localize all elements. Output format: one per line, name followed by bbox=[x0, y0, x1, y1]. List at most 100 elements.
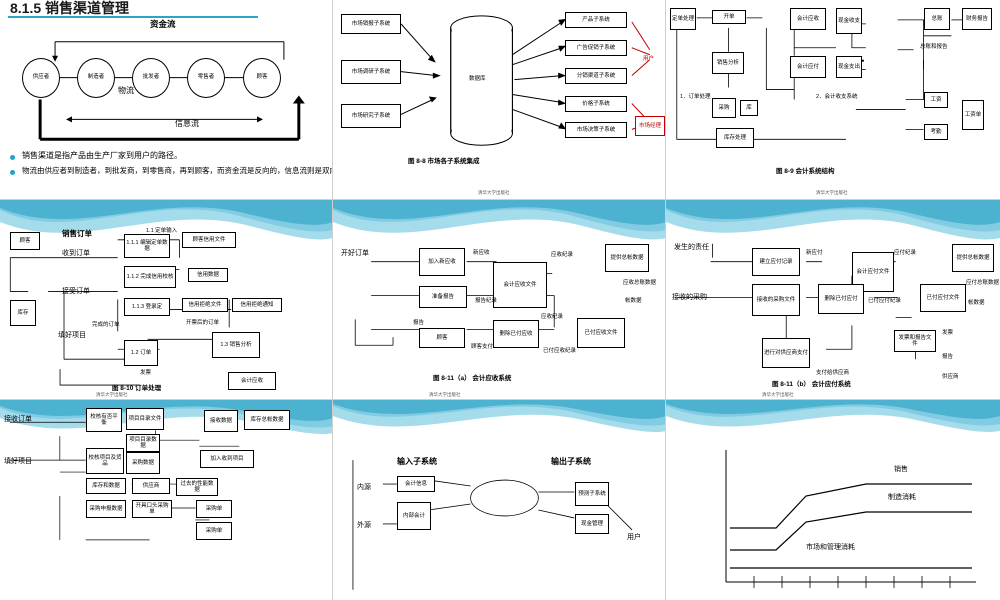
node-market-research: 市场研究子系统 bbox=[341, 104, 401, 128]
slide-6: 发生的责任 建立应付记录 新应付 会计应付文件 应付纪录 提供总帐数据 应付总账… bbox=[666, 200, 1000, 400]
label-paid-payable-record: 已付应付纪录 bbox=[868, 298, 902, 304]
label-credit-reject-file: 信用拒绝文件 bbox=[182, 298, 228, 312]
label-accept-order: 接受订单 bbox=[62, 288, 90, 295]
slide-3-publisher: 清华大学出版社 bbox=[816, 190, 848, 195]
label-logistics: 物流 bbox=[118, 86, 134, 95]
label-order-entry: 1.1 定单输入 bbox=[146, 228, 178, 234]
node-market-sales-report: 市场销报子系统 bbox=[341, 14, 401, 34]
node-sales-analysis: 销售分析 bbox=[712, 52, 744, 74]
wave-decoration bbox=[666, 200, 1000, 266]
node-price-sys: 价格子系统 bbox=[565, 96, 627, 112]
label-completed-order: 完成的订单 bbox=[92, 322, 120, 328]
slide-1: 8.1.5 销售渠道管理 资金流 供应者 制造者 批发者 零 bbox=[0, 0, 333, 200]
node-past-performance-data: 过去的性能数据 bbox=[176, 478, 218, 496]
label-credit-reject-notice: 信用拒绝通知 bbox=[232, 298, 282, 312]
label-new-receivable: 新应收 bbox=[473, 250, 490, 256]
slide-1-title: 资金流 bbox=[150, 19, 176, 29]
label-credit-data: 信用数据 bbox=[188, 268, 228, 282]
node-customer: 顾客 bbox=[10, 232, 40, 250]
node-purchase-data: 采购数据 bbox=[126, 452, 160, 474]
slide-2: 市场销报子系统 市场调研子系统 市场研究子系统 数据库 产品子系统 广告促销子系… bbox=[333, 0, 666, 200]
node-inventory-data: 库存和数据 bbox=[86, 478, 126, 494]
slide-1-bullet-1: 销售渠道是指产品由生产厂家到用户的路径。 bbox=[22, 151, 182, 160]
label-supplier: 供应商 bbox=[942, 374, 959, 380]
label-pay-to-supplier: 支付给供应商 bbox=[816, 370, 850, 376]
slide-6-publisher: 清华大学出版社 bbox=[762, 392, 794, 397]
node-invoice-report-file: 发票和报告文件 bbox=[894, 330, 936, 352]
label-receivable-record-2: 应收纪录 bbox=[541, 314, 564, 320]
slide-8-diagram bbox=[352, 460, 633, 590]
node-ad-promo-sys: 广告促销子系统 bbox=[565, 40, 627, 56]
node-accounting-info: 会计信息 bbox=[397, 476, 435, 492]
node-retailer: 零售者 bbox=[187, 58, 225, 98]
slide-9: 销售 制造消耗 市场和管理消耗 bbox=[666, 400, 1000, 600]
node-cash-management: 现金管理 bbox=[575, 514, 609, 534]
node-add-new-receivable: 加入新应收 bbox=[419, 248, 465, 276]
label-ledger-report: 总账和报告 bbox=[920, 44, 948, 50]
label-report-record: 报告纪录 bbox=[475, 298, 498, 304]
node-item-catalog-file: 项目目录文件 bbox=[126, 408, 164, 430]
node-forecast-subsystem: 预测子系统 bbox=[575, 482, 609, 506]
node-attendance: 考勤 bbox=[924, 124, 948, 140]
node-inventory: 库存 bbox=[10, 300, 36, 326]
bullet-dot-2 bbox=[10, 170, 15, 175]
slide-7: 接收订单 校核有否平衡 项目目录文件 项目目录数据 接收数据 库存总帐数据 填好… bbox=[0, 400, 333, 600]
slide-5: 开好订单 加入新应收 新应收 会计应收文件 应收纪录 提供总帐数据 应收总账数据… bbox=[333, 200, 666, 400]
node-prepare-report: 准备报告 bbox=[419, 286, 467, 308]
node-market-decision-sys: 市场决策子系统 bbox=[565, 122, 627, 138]
node-item-catalog-data: 项目目录数据 bbox=[126, 434, 160, 452]
slide-2-caption: 图 8-8 市场各子系统集成 bbox=[408, 158, 480, 165]
node-edit-order-data: 1.1.1 编辑定单数据 bbox=[124, 234, 170, 258]
node-received-data: 接收数据 bbox=[204, 410, 238, 432]
node-purchase-order: 采购单 bbox=[196, 500, 232, 518]
node-manufacturer: 制造者 bbox=[77, 58, 115, 98]
slide-5-publisher: 清华大学出版社 bbox=[429, 392, 461, 397]
label-fulfilled-order: 开票后的订单 bbox=[186, 320, 220, 326]
bullet-dot-1 bbox=[10, 155, 15, 160]
label-paid-receivable-record: 已付应收纪录 bbox=[543, 348, 577, 354]
node-market-survey: 市场调研子系统 bbox=[341, 60, 401, 84]
label-info-flow: 信息流 bbox=[175, 119, 199, 128]
node-provide-ledger-data: 提供总帐数据 bbox=[605, 244, 649, 272]
slide-4-publisher: 清华大学出版社 bbox=[96, 392, 128, 397]
node-internal-accounting: 内部会计 bbox=[397, 502, 431, 530]
node-ap-file: 会计应付文件 bbox=[852, 252, 894, 292]
node-cash-disbursement: 现金支出 bbox=[836, 56, 862, 78]
node-check-item-goods: 校核项目及货品 bbox=[86, 448, 124, 474]
node-general-ledger: 总账 bbox=[924, 8, 950, 30]
label-internal-source: 内源 bbox=[357, 484, 371, 491]
node-cash-receipts: 现金收支 bbox=[836, 8, 862, 34]
label-market-manager: 市场经理 bbox=[635, 116, 665, 136]
header-rule bbox=[8, 16, 258, 18]
slide-3-caption: 图 8-9 会计系统结构 bbox=[776, 168, 835, 175]
label-received-order: 收到订单 bbox=[62, 250, 90, 257]
label-received-purchase: 接收的采购 bbox=[672, 294, 707, 301]
group-label-accounting: 2．会计收支系统 bbox=[816, 94, 858, 100]
node-provide-ledger-data: 提供总帐数据 bbox=[952, 244, 994, 272]
slide-3: 定单处理 开单 销售分析 采购 库 库存处理 会计应收 现金收支 会计应付 现金… bbox=[666, 0, 1000, 200]
node-purchase-declare-data: 采购申报数据 bbox=[86, 500, 126, 518]
label-marketing-admin-cost: 市场和管理消耗 bbox=[806, 544, 855, 551]
slide-1-header: 8.1.5 销售渠道管理 bbox=[10, 0, 130, 16]
node-customer: 顾客 bbox=[243, 58, 281, 98]
node-register-order: 1.1.3 登录定 bbox=[124, 298, 170, 316]
slide-8: 输入子系统 输出子系统 内源 外源 会计信息 内部会计 预测子系统 现金管理 用… bbox=[333, 400, 666, 600]
label-invoice: 发票 bbox=[942, 330, 954, 336]
node-delete-paid-receivable: 删除已付应收 bbox=[493, 320, 539, 348]
label-billed-order: 发票 bbox=[140, 370, 152, 376]
node-sales-analysis: 1.3 销售分析 bbox=[212, 332, 260, 358]
node-ar-file: 会计应收文件 bbox=[493, 262, 547, 308]
slide-5-caption: 图 8-11（a） 会计应收系统 bbox=[433, 375, 512, 382]
label-customer-payment: 顾客支付 bbox=[471, 344, 494, 350]
node-issue-order: 开单 bbox=[712, 10, 746, 24]
node-delete-paid-payable: 删除已付应付 bbox=[818, 284, 864, 314]
node-inventory-processing: 库存处理 bbox=[716, 128, 754, 148]
slide-1-bullet-2: 物流由供应者到制造者，到批发商，到零售商，再到顾客，而资金流是反向的，信息流则是… bbox=[22, 166, 333, 175]
label-report: 报告 bbox=[942, 354, 954, 360]
node-credit-check: 1.1.2 完成信用校核 bbox=[124, 266, 176, 288]
node-accounts-receivable: 会计应收 bbox=[790, 8, 826, 30]
label-incurred-liability: 发生的责任 bbox=[674, 244, 709, 251]
wave-decoration bbox=[333, 400, 665, 466]
node-accounts-payable: 会计应付 bbox=[790, 56, 826, 78]
label-new-payable: 新应付 bbox=[806, 250, 823, 256]
